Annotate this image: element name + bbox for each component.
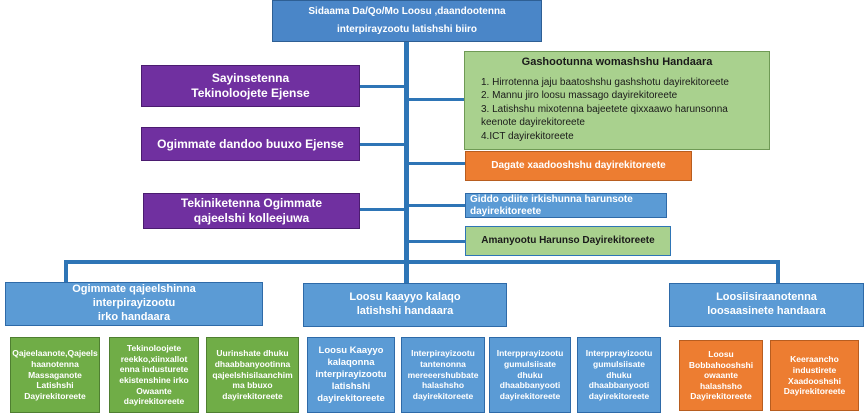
ogimmate-agency-box: Ogimmate dandoo buuxo Ejense	[141, 127, 360, 161]
child-box-loosu-kaayyo-kalaqonna: Loosu Kaayyo kalaqonna interpirayizootu …	[307, 337, 395, 413]
connector-to-ogimmate	[360, 143, 404, 146]
branch-header-ogimmate: Ogimmate qajeelshinna interpirayizootu i…	[5, 282, 263, 326]
branch-header-loosiisiraanotenna: Loosiisiraanotenna loosaasinete handaara	[669, 283, 864, 327]
sayinsetenna-line1: Sayinsetenna	[211, 71, 290, 85]
child-box-interpprayizootu-gumulsiisate-b: Interpprayizootu gumulsiisate dhuku dhaa…	[577, 337, 661, 413]
sayinsetenna-agency-box: Sayinsetenna Tekinoloojete Ejense	[141, 65, 360, 107]
connector-to-giddo	[409, 204, 465, 207]
gashootunna-title: Gashootunna womashshu Handaara	[521, 56, 713, 68]
connector-to-dagate	[409, 162, 465, 165]
branch-loosiisiraa-line2: loosaasinete handaara	[707, 305, 826, 317]
left-branch-connector	[64, 260, 68, 284]
tekiniketenna-colleges-box: Tekiniketenna Ogimmate qajeelshi kolleej…	[143, 193, 360, 229]
child-label: Keeraancho industirete Xaadooshshi Dayir…	[783, 354, 846, 397]
child-label: Interpprayizootu gumulsiisate dhuku dhaa…	[585, 348, 653, 401]
child-label: Loosu Kaayyo kalaqonna interpirayizootu …	[315, 345, 387, 404]
connector-to-tekiniketenna	[360, 208, 404, 211]
green-list-item: 4.ICT dayirekitoreete	[481, 130, 574, 142]
green-list-item: 1. Hirrotenna jaju baatoshshu gashshotu …	[481, 76, 729, 88]
connector-to-sayinsetenna	[360, 85, 404, 88]
child-label: Qajeelaanote,Qajeels haanotenna Massagan…	[12, 348, 98, 401]
branch-ogimmate-line3: irko handaara	[97, 310, 171, 323]
connector-to-amanyootu	[409, 240, 465, 243]
child-box-uurinshate: Uurinshate dhuku dhaabbanyootinna qajeel…	[206, 337, 299, 413]
top-box-line1: Sidaama Da/Qo/Mo Loosu ,daandootenna	[308, 5, 506, 17]
connector-to-gashootunna	[409, 98, 465, 101]
sayinsetenna-line2: Tekinoloojete Ejense	[191, 86, 310, 100]
dagate-label: Dagate xaadooshshu dayirekitoreete	[491, 159, 666, 171]
amanyootu-directorate-box: Amanyootu Harunso Dayirekitoreete	[465, 226, 671, 256]
branch-loosu-line1: Loosu kaayyo kalaqo	[349, 291, 461, 304]
child-box-loosu-bobbahooshshi: Loosu Bobbahooshshi owaante halashsho Da…	[679, 340, 763, 411]
amanyootu-label: Amanyootu Harunso Dayirekitoreete	[481, 234, 655, 246]
giddo-odiite-box: Giddo odiite irkishunna harunsote dayire…	[465, 193, 667, 218]
tekiniketenna-line2: qajeelshi kolleejuwa	[193, 211, 310, 225]
child-box-interpirayizootu-tantenonna: Interpirayizootu tantenonna mereeershubb…	[401, 337, 485, 413]
top-box-bureau: Sidaama Da/Qo/Mo Loosu ,daandootenna int…	[272, 0, 542, 42]
green-list-item: 3. Latishshu mixotenna bajeetete qixxaaw…	[481, 103, 728, 129]
branch-ogimmate-line1: Ogimmate qajeelshinna	[72, 283, 196, 296]
child-label: Loosu Bobbahooshshi owaante halashsho Da…	[688, 348, 754, 402]
giddo-line1: Giddo odiite irkishunna harunsote	[470, 193, 633, 205]
branch-loosu-line2: latishshi handaara	[356, 305, 454, 317]
branch-ogimmate-line2: interpirayizootu	[92, 297, 176, 310]
child-label: Interpirayizootu tantenonna mereeershubb…	[407, 348, 479, 401]
child-label: Interpprayizootu gumulsiisate dhuku dhaa…	[496, 348, 564, 401]
child-box-tekinoloojete-reekko: Tekinoloojete reekko,xiinxallot enna ind…	[109, 337, 199, 413]
child-label: Uurinshate dhuku dhaabbanyootinna qajeel…	[212, 348, 293, 401]
dagate-directorate-box: Dagate xaadooshshu dayirekitoreete	[465, 151, 692, 181]
child-label: Tekinoloojete reekko,xiinxallot enna ind…	[119, 343, 189, 407]
trunk-connector	[404, 40, 409, 262]
horizontal-bus-connector	[64, 260, 780, 264]
child-box-keeraancho-industirete: Keeraancho industirete Xaadooshshi Dayir…	[770, 340, 859, 411]
green-list-item: 2. Mannu jiro loosu massago dayirekitore…	[481, 90, 678, 102]
right-branch-connector	[776, 260, 780, 284]
gashootunna-handaara-box: Gashootunna womashshu Handaara 1. Hirrot…	[464, 51, 770, 150]
branch-header-loosu-kaayyo: Loosu kaayyo kalaqo latishshi handaara	[303, 283, 507, 327]
branch-loosiisiraa-line1: Loosiisiraanotenna	[716, 291, 817, 304]
top-box-line2: interpirayzootu latishshi biiro	[336, 24, 477, 35]
giddo-line2: dayirekitoreete	[470, 205, 542, 217]
center-branch-connector	[404, 260, 409, 284]
child-box-interpprayizootu-gumulsiisate-a: Interpprayizootu gumulsiisate dhuku dhaa…	[489, 337, 571, 413]
tekiniketenna-line1: Tekiniketenna Ogimmate	[180, 196, 323, 210]
ogimmate-agency-label: Ogimmate dandoo buuxo Ejense	[157, 136, 344, 151]
child-box-qajeelaanote: Qajeelaanote,Qajeels haanotenna Massagan…	[10, 337, 100, 413]
